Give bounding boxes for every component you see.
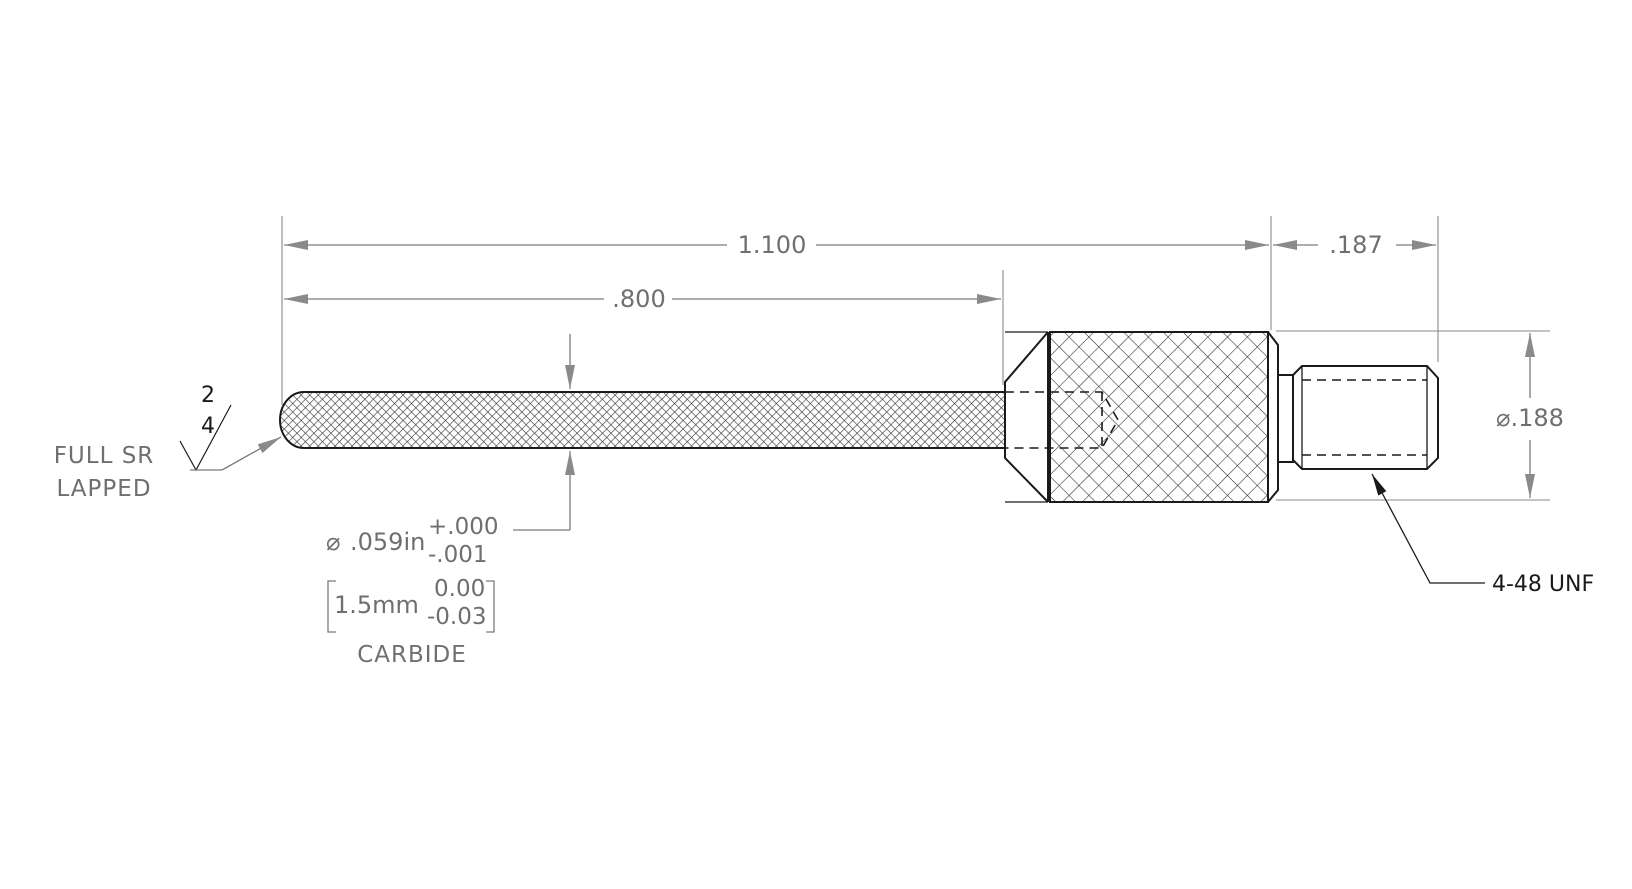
stylus-tolerance-mm-lower: -0.03 [427, 604, 487, 630]
tip-finish-line1: FULL SR [54, 443, 155, 469]
metric-bracket-right [486, 580, 495, 633]
dimension-stylus-length: .800 [284, 285, 1001, 313]
stylus-tolerance-inch-lower: -.001 [428, 542, 488, 568]
metric-bracket-left [327, 580, 336, 633]
dimension-stylus-diameter: ⌀ .059in +.000 -.001 1.5mm 0.00 -0.03 CA… [326, 334, 575, 668]
thread-leader-line [1371, 473, 1485, 584]
stylus-diameter-mm: 1.5mm [334, 591, 419, 619]
thread-neck [1278, 374, 1294, 463]
stylus-tolerance-mm-upper: 0.00 [434, 576, 485, 602]
dimension-187-label: .187 [1329, 231, 1382, 259]
tip-leader-line [221, 436, 282, 471]
knurled-body [1049, 331, 1269, 503]
body-chamfer [1004, 331, 1049, 503]
stylus-diameter-inch: .059in [350, 528, 425, 556]
tip-finish-callout: 2 4 FULL SR LAPPED [54, 383, 282, 502]
stylus-shaft [279, 391, 1006, 449]
stylus-part [279, 331, 1439, 503]
surface-finish-bottom-value: 4 [201, 414, 215, 439]
thread-callout-label: 4-48 UNF [1492, 572, 1594, 597]
dimension-188-label: ⌀.188 [1496, 404, 1564, 432]
dimension-1100-label: 1.100 [738, 231, 807, 259]
dimension-800-label: .800 [612, 285, 665, 313]
stylus-diameter-symbol: ⌀ [326, 528, 340, 556]
thread-callout: 4-48 UNF [1371, 473, 1594, 597]
tip-finish-line2: LAPPED [56, 476, 151, 502]
material-note: CARBIDE [357, 642, 467, 668]
body-right-chamfer [1267, 331, 1279, 503]
stylus-tolerance-inch-upper: +.000 [428, 514, 498, 540]
dimension-thread-length: .187 [1273, 231, 1436, 259]
dimension-overall-length: 1.100 [284, 231, 1269, 259]
dimension-body-diameter: ⌀.188 [1496, 333, 1564, 498]
hidden-bore [1005, 391, 1119, 449]
threaded-stud [1292, 365, 1439, 470]
surface-finish-top-value: 2 [201, 383, 215, 408]
extension-lines [281, 216, 1550, 501]
